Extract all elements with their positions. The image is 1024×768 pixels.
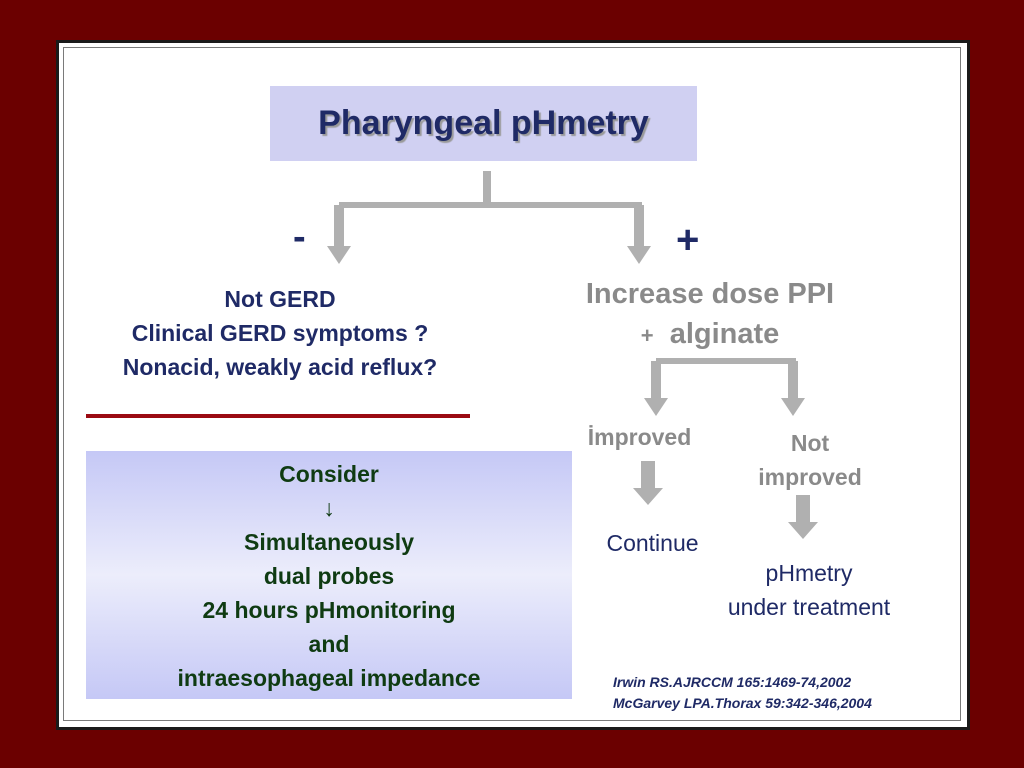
phm-line-2: under treatment (727, 594, 891, 620)
arrow-improved-to-continue (633, 461, 663, 505)
negative-sign: - (293, 216, 306, 258)
divider-line (86, 414, 470, 418)
consider-heading: Consider (279, 461, 379, 487)
consider-line-3: 24 hours pHmonitoring (202, 597, 456, 623)
reference-1: Irwin RS.AJRCCM 165:1469-74,2002 (613, 674, 852, 690)
positive-plus-symbol: + (640, 323, 654, 348)
not-improved-line-1: Not (790, 430, 830, 456)
negative-line-1: Not GERD (224, 286, 336, 312)
negative-result-text: Not GERD Clinical GERD symptoms ? Nonaci… (70, 282, 490, 384)
phm-line-1: pHmetry (765, 560, 853, 586)
consider-line-2: dual probes (263, 563, 395, 589)
flowchart-title: Pharyngeal pHmetry (318, 104, 649, 142)
phmetry-under-treatment-action: pHmetry under treatment (700, 556, 918, 624)
positive-alginate: alginate (669, 318, 780, 350)
negative-line-3: Nonacid, weakly acid reflux? (122, 354, 438, 380)
arrow-notimproved-to-phmetry (788, 495, 818, 539)
positive-line-1: Increase dose PPI (585, 278, 835, 310)
negative-line-2: Clinical GERD symptoms ? (131, 320, 429, 346)
consider-line-4: and (308, 631, 350, 657)
arrow-to-positive (627, 205, 651, 264)
positive-sign: + (676, 218, 700, 262)
positive-line-2: + alginate (540, 314, 880, 356)
arrow-to-negative (327, 205, 351, 264)
improved-label: İmproved (587, 424, 692, 450)
title-box: Pharyngeal pHmetry (270, 86, 697, 161)
arrow-to-improved (644, 361, 668, 416)
not-improved-label: Not improved (740, 426, 880, 494)
references: Irwin RS.AJRCCM 165:1469-74,2002 McGarve… (613, 672, 872, 714)
not-improved-line-2: improved (758, 464, 862, 490)
reference-2: McGarvey LPA.Thorax 59:342-346,2004 (613, 695, 872, 711)
positive-result-text: Increase dose PPI + alginate (540, 274, 880, 356)
consider-line-5: intraesophageal impedance (177, 665, 481, 691)
arrow-to-not-improved (781, 361, 805, 416)
continue-action: Continue (606, 530, 699, 556)
down-arrow-icon: ↓ (323, 495, 335, 521)
consider-box: Consider ↓ Simultaneously dual probes 24… (86, 451, 572, 699)
consider-line-1: Simultaneously (244, 529, 414, 555)
